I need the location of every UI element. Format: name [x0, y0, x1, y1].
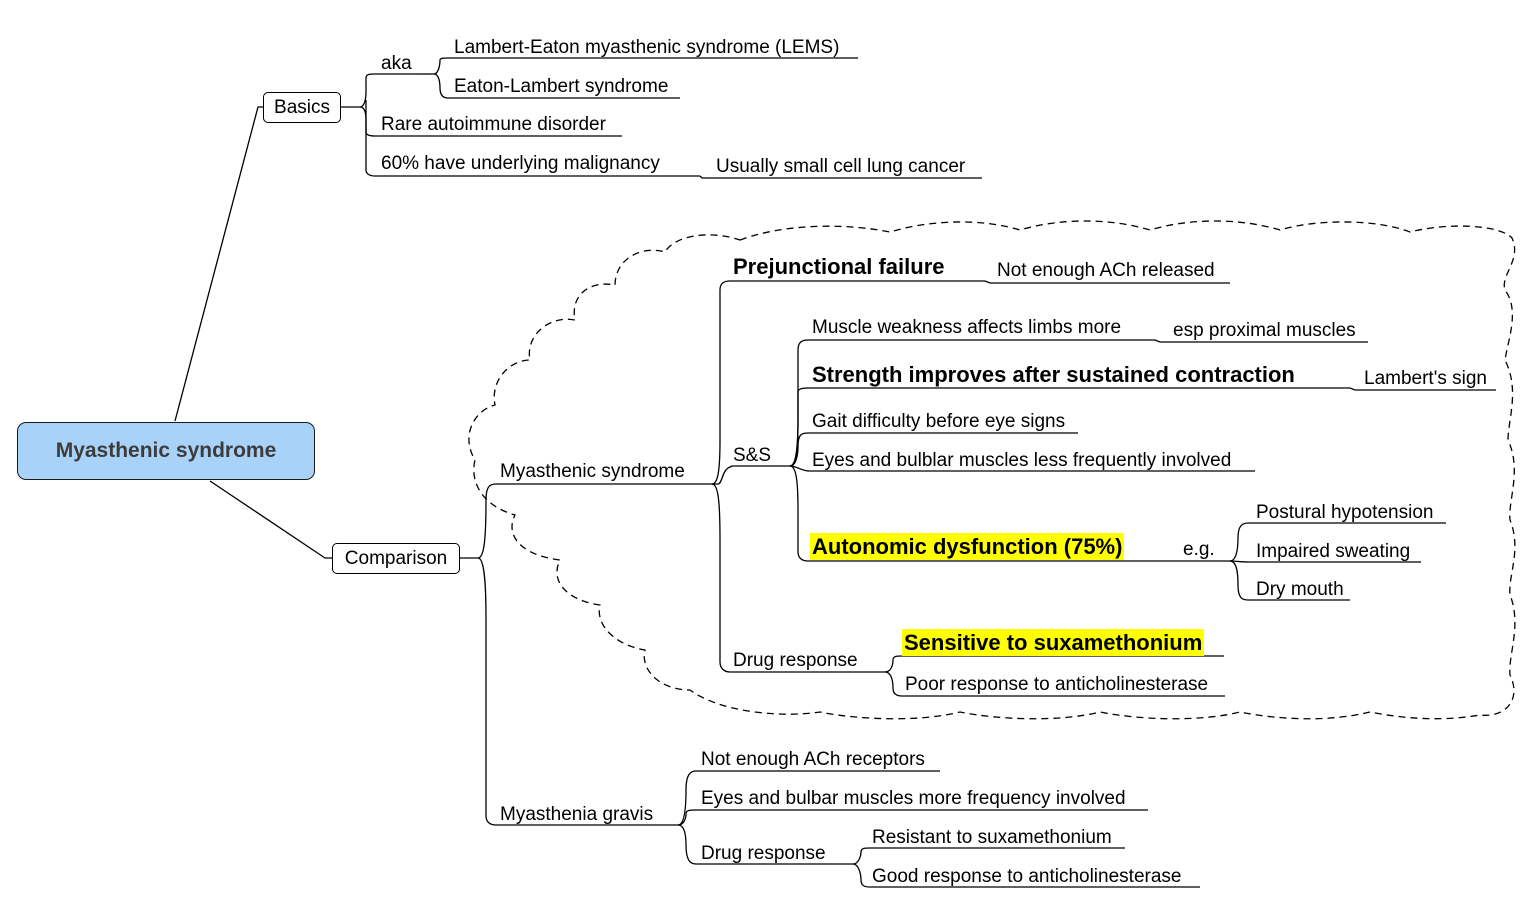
prejunctional-detail: Not enough ACh released	[997, 260, 1215, 281]
rare-disorder-label: Rare autoimmune disorder	[381, 114, 606, 135]
example-postural-hypotension: Postural hypotension	[1256, 502, 1434, 523]
good-response-label: Good response to anticholinesterase	[872, 866, 1182, 887]
example-impaired-sweating: Impaired sweating	[1256, 541, 1411, 562]
limbs-weakness-label: Muscle weakness affects limbs more	[812, 317, 1122, 338]
root-node[interactable]: Myasthenic syndrome	[17, 422, 315, 480]
lamberts-sign-label: Lambert's sign	[1364, 368, 1487, 389]
aka-item-lems: Lambert-Eaton myasthenic syndrome (LEMS)	[454, 37, 840, 58]
example-dry-mouth: Dry mouth	[1256, 579, 1344, 600]
drug-response-label: Drug response	[733, 650, 858, 671]
comparison-node[interactable]: Comparison	[332, 543, 460, 574]
gravis-eyes-bulbar-label: Eyes and bulbar muscles more frequency i…	[701, 788, 1126, 809]
resistant-suxamethonium-label: Resistant to suxamethonium	[872, 827, 1112, 848]
prejunctional-failure-label: Prejunctional failure	[733, 254, 945, 279]
ss-label: S&S	[733, 445, 772, 466]
malignancy-label: 60% have underlying malignancy	[381, 153, 660, 174]
autonomic-dysfunction-label: Autonomic dysfunction (75%)	[810, 533, 1125, 560]
myasthenic-syndrome-label: Myasthenic syndrome	[500, 461, 685, 482]
aka-item-eaton-lambert: Eaton-Lambert syndrome	[454, 76, 669, 97]
aka-label: aka	[381, 53, 412, 74]
strength-improves-label: Strength improves after sustained contra…	[812, 362, 1295, 387]
cloud-boundary	[468, 220, 1516, 720]
gravis-drug-response-label: Drug response	[701, 843, 826, 864]
basics-node[interactable]: Basics	[263, 92, 341, 123]
poor-response-label: Poor response to anticholinesterase	[905, 674, 1209, 695]
ach-receptors-label: Not enough ACh receptors	[701, 749, 925, 770]
eg-label: e.g.	[1183, 539, 1215, 560]
gait-difficulty-label: Gait difficulty before eye signs	[812, 411, 1066, 432]
malignancy-detail: Usually small cell lung cancer	[716, 156, 966, 177]
sensitive-suxamethonium-label: Sensitive to suxamethonium	[902, 629, 1205, 656]
limbs-detail: esp proximal muscles	[1173, 320, 1356, 341]
eyes-bulblar-label: Eyes and bulblar muscles less frequently…	[812, 450, 1232, 471]
myasthenia-gravis-label: Myasthenia gravis	[500, 804, 654, 825]
